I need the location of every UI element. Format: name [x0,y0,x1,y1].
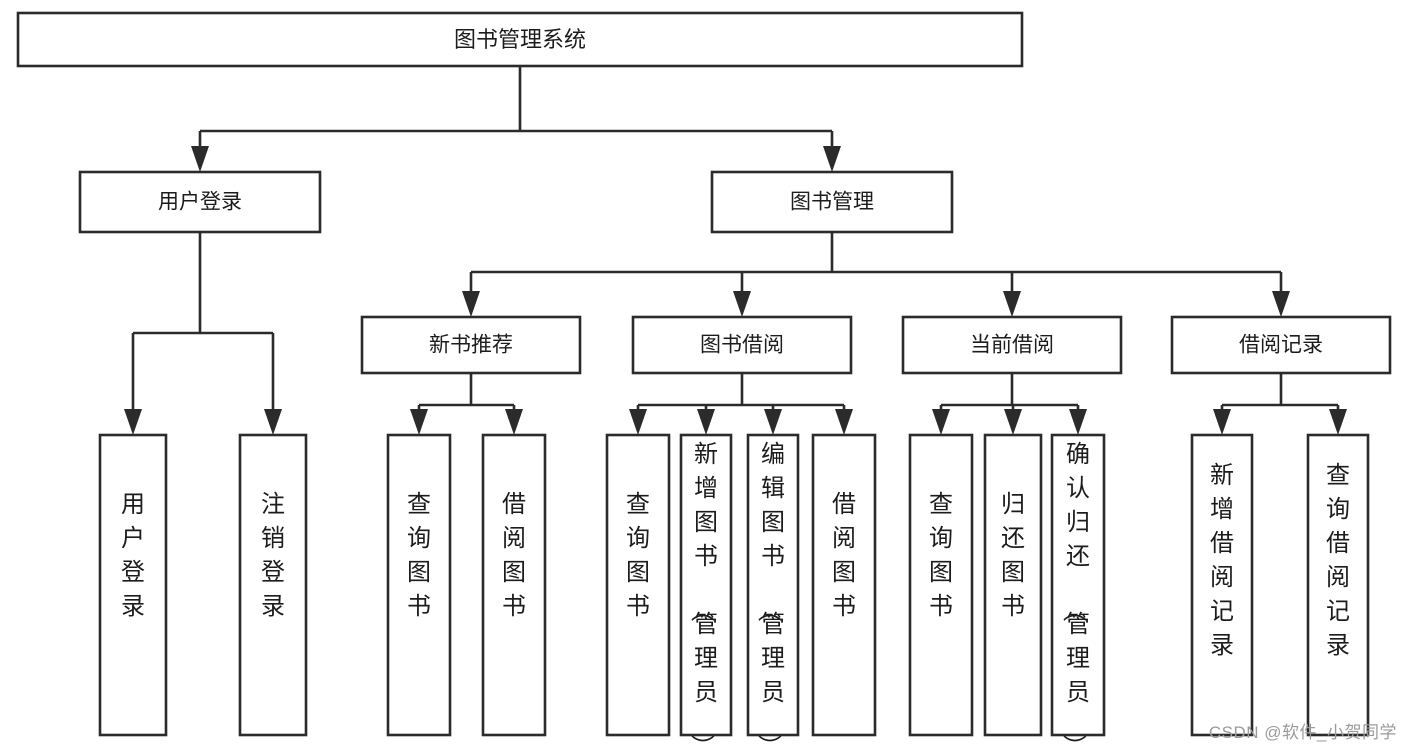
borrow-record-label: 借阅记录 [1239,334,1323,357]
connector-bookmanage-to-level3 [469,232,1283,297]
leaf-borrow-book-rec[interactable]: 借阅图书 [481,433,547,737]
leaf-borrow-book-rec-box[interactable] [481,433,547,737]
new-book-recommend-label: 新书推荐 [429,334,513,357]
arrow-head-leaf-confirm-return [1069,409,1087,435]
arrow-head-current-borrow [1003,291,1021,317]
arrow-head-leaf-query-book-2 [629,409,647,435]
arrow-head-user-login [191,146,209,172]
arrow-head-leaf-query-book-3 [932,409,950,435]
leaf-confirm-return-admin-box[interactable] [1050,433,1106,737]
root-box[interactable] [16,11,1024,68]
leaf-query-book-rec-box[interactable] [386,433,452,737]
arrow-head-new-book-rec [462,291,480,317]
leaf-edit-book-admin-box[interactable] [746,433,800,737]
leaf-query-book-rec-label: 查询图书 [407,491,431,620]
leaf-borrow-book-rec-label: 借阅图书 [502,491,526,620]
book-borrow-label: 图书借阅 [700,334,784,357]
leaf-add-book-admin[interactable]: 新增图书（管理员） [679,433,733,747]
borrow-record-box[interactable] [1170,315,1392,375]
leaf-return-book[interactable]: 归还图书 [983,433,1043,737]
node-book-management[interactable]: 图书管理 [710,170,954,234]
new-book-recommend-box[interactable] [360,315,582,375]
connector-borrowrecord-to-leaves [1220,373,1340,415]
connector-currentborrow-to-leaves [939,373,1080,415]
leaf-borrow-book-borrow[interactable]: 借阅图书 [811,433,877,737]
arrow-head-leaf-add-record [1213,409,1231,435]
node-book-borrow[interactable]: 图书借阅 [631,315,853,375]
leaf-confirm-return-admin-label: 确认归还（管理员） [1060,441,1090,747]
arrow-head-leaf-borrow-book-2 [835,409,853,435]
leaf-user-logout[interactable]: 注销登录 [238,433,308,737]
leaf-query-book-rec[interactable]: 查询图书 [386,433,452,737]
leaf-query-borrow-record[interactable]: 查询借阅记录 [1306,433,1370,737]
leaf-query-book-current-box[interactable] [908,433,974,737]
leaf-query-borrow-record-box[interactable] [1306,433,1370,737]
leaf-return-book-label: 归还图书 [1001,491,1025,620]
leaf-edit-book-admin-label: 编辑图书（管理员） [755,441,785,747]
current-borrow-label: 当前借阅 [970,334,1054,357]
arrow-head-book-borrow [733,291,751,317]
user-login-label: 用户登录 [158,191,242,214]
arrow-head-leaf-query-record [1329,409,1347,435]
arrow-head-book-manage [823,146,841,172]
arrow-head-leaf-user-login [124,409,142,435]
book-management-box[interactable] [710,170,954,234]
leaf-confirm-return-admin[interactable]: 确认归还（管理员） [1050,433,1106,747]
node-current-borrow[interactable]: 当前借阅 [901,315,1123,375]
connector-layer [124,66,1347,435]
node-new-book-recommend[interactable]: 新书推荐 [360,315,582,375]
leaf-user-logout-box[interactable] [238,433,308,737]
root-label: 图书管理系统 [454,27,586,52]
connector-userlogin-to-leaves [131,232,275,415]
book-management-label: 图书管理 [790,191,874,214]
leaf-add-book-admin-box[interactable] [679,433,733,737]
arrow-head-leaf-edit-book [764,409,782,435]
leaf-edit-book-admin[interactable]: 编辑图书（管理员） [746,433,800,747]
leaf-add-borrow-record-box[interactable] [1190,433,1254,737]
arrow-head-leaf-user-logout [264,409,282,435]
leaf-query-book-borrow[interactable]: 查询图书 [605,433,671,737]
leaf-add-book-admin-label: 新增图书（管理员） [688,441,718,747]
user-login-box[interactable] [78,170,322,234]
arrow-head-leaf-add-book [697,409,715,435]
leaf-query-book-current[interactable]: 查询图书 [908,433,974,737]
leaf-borrow-book-borrow-label: 借阅图书 [832,491,856,620]
book-borrow-box[interactable] [631,315,853,375]
leaf-query-book-borrow-label: 查询图书 [626,491,650,620]
leaf-borrow-book-borrow-box[interactable] [811,433,877,737]
leaf-query-book-current-label: 查询图书 [929,491,953,620]
current-borrow-box[interactable] [901,315,1123,375]
connector-newbookrec-to-leaves [417,373,516,415]
leaf-user-login[interactable]: 用户登录 [98,433,168,737]
leaf-return-book-box[interactable] [983,433,1043,737]
leaf-query-book-borrow-box[interactable] [605,433,671,737]
leaf-user-logout-label: 注销登录 [261,491,285,620]
connector-root-to-level2 [198,66,834,152]
arrow-head-borrow-record [1272,291,1290,317]
leaf-add-borrow-record-label: 新增借阅记录 [1210,462,1234,659]
arrow-head-leaf-return-book [1004,409,1022,435]
arrow-head-leaf-query-book-1 [410,409,428,435]
node-borrow-record[interactable]: 借阅记录 [1170,315,1392,375]
connector-bookborrow-to-leaves [636,373,846,415]
node-root-system[interactable]: 图书管理系统 [16,11,1024,68]
leaf-add-borrow-record[interactable]: 新增借阅记录 [1190,433,1254,737]
arrow-head-leaf-borrow-book-1 [505,409,523,435]
node-user-login[interactable]: 用户登录 [78,170,322,234]
leaf-user-login-label: 用户登录 [121,491,145,620]
leaf-query-borrow-record-label: 查询借阅记录 [1326,462,1350,659]
leaf-user-login-box[interactable] [98,433,168,737]
